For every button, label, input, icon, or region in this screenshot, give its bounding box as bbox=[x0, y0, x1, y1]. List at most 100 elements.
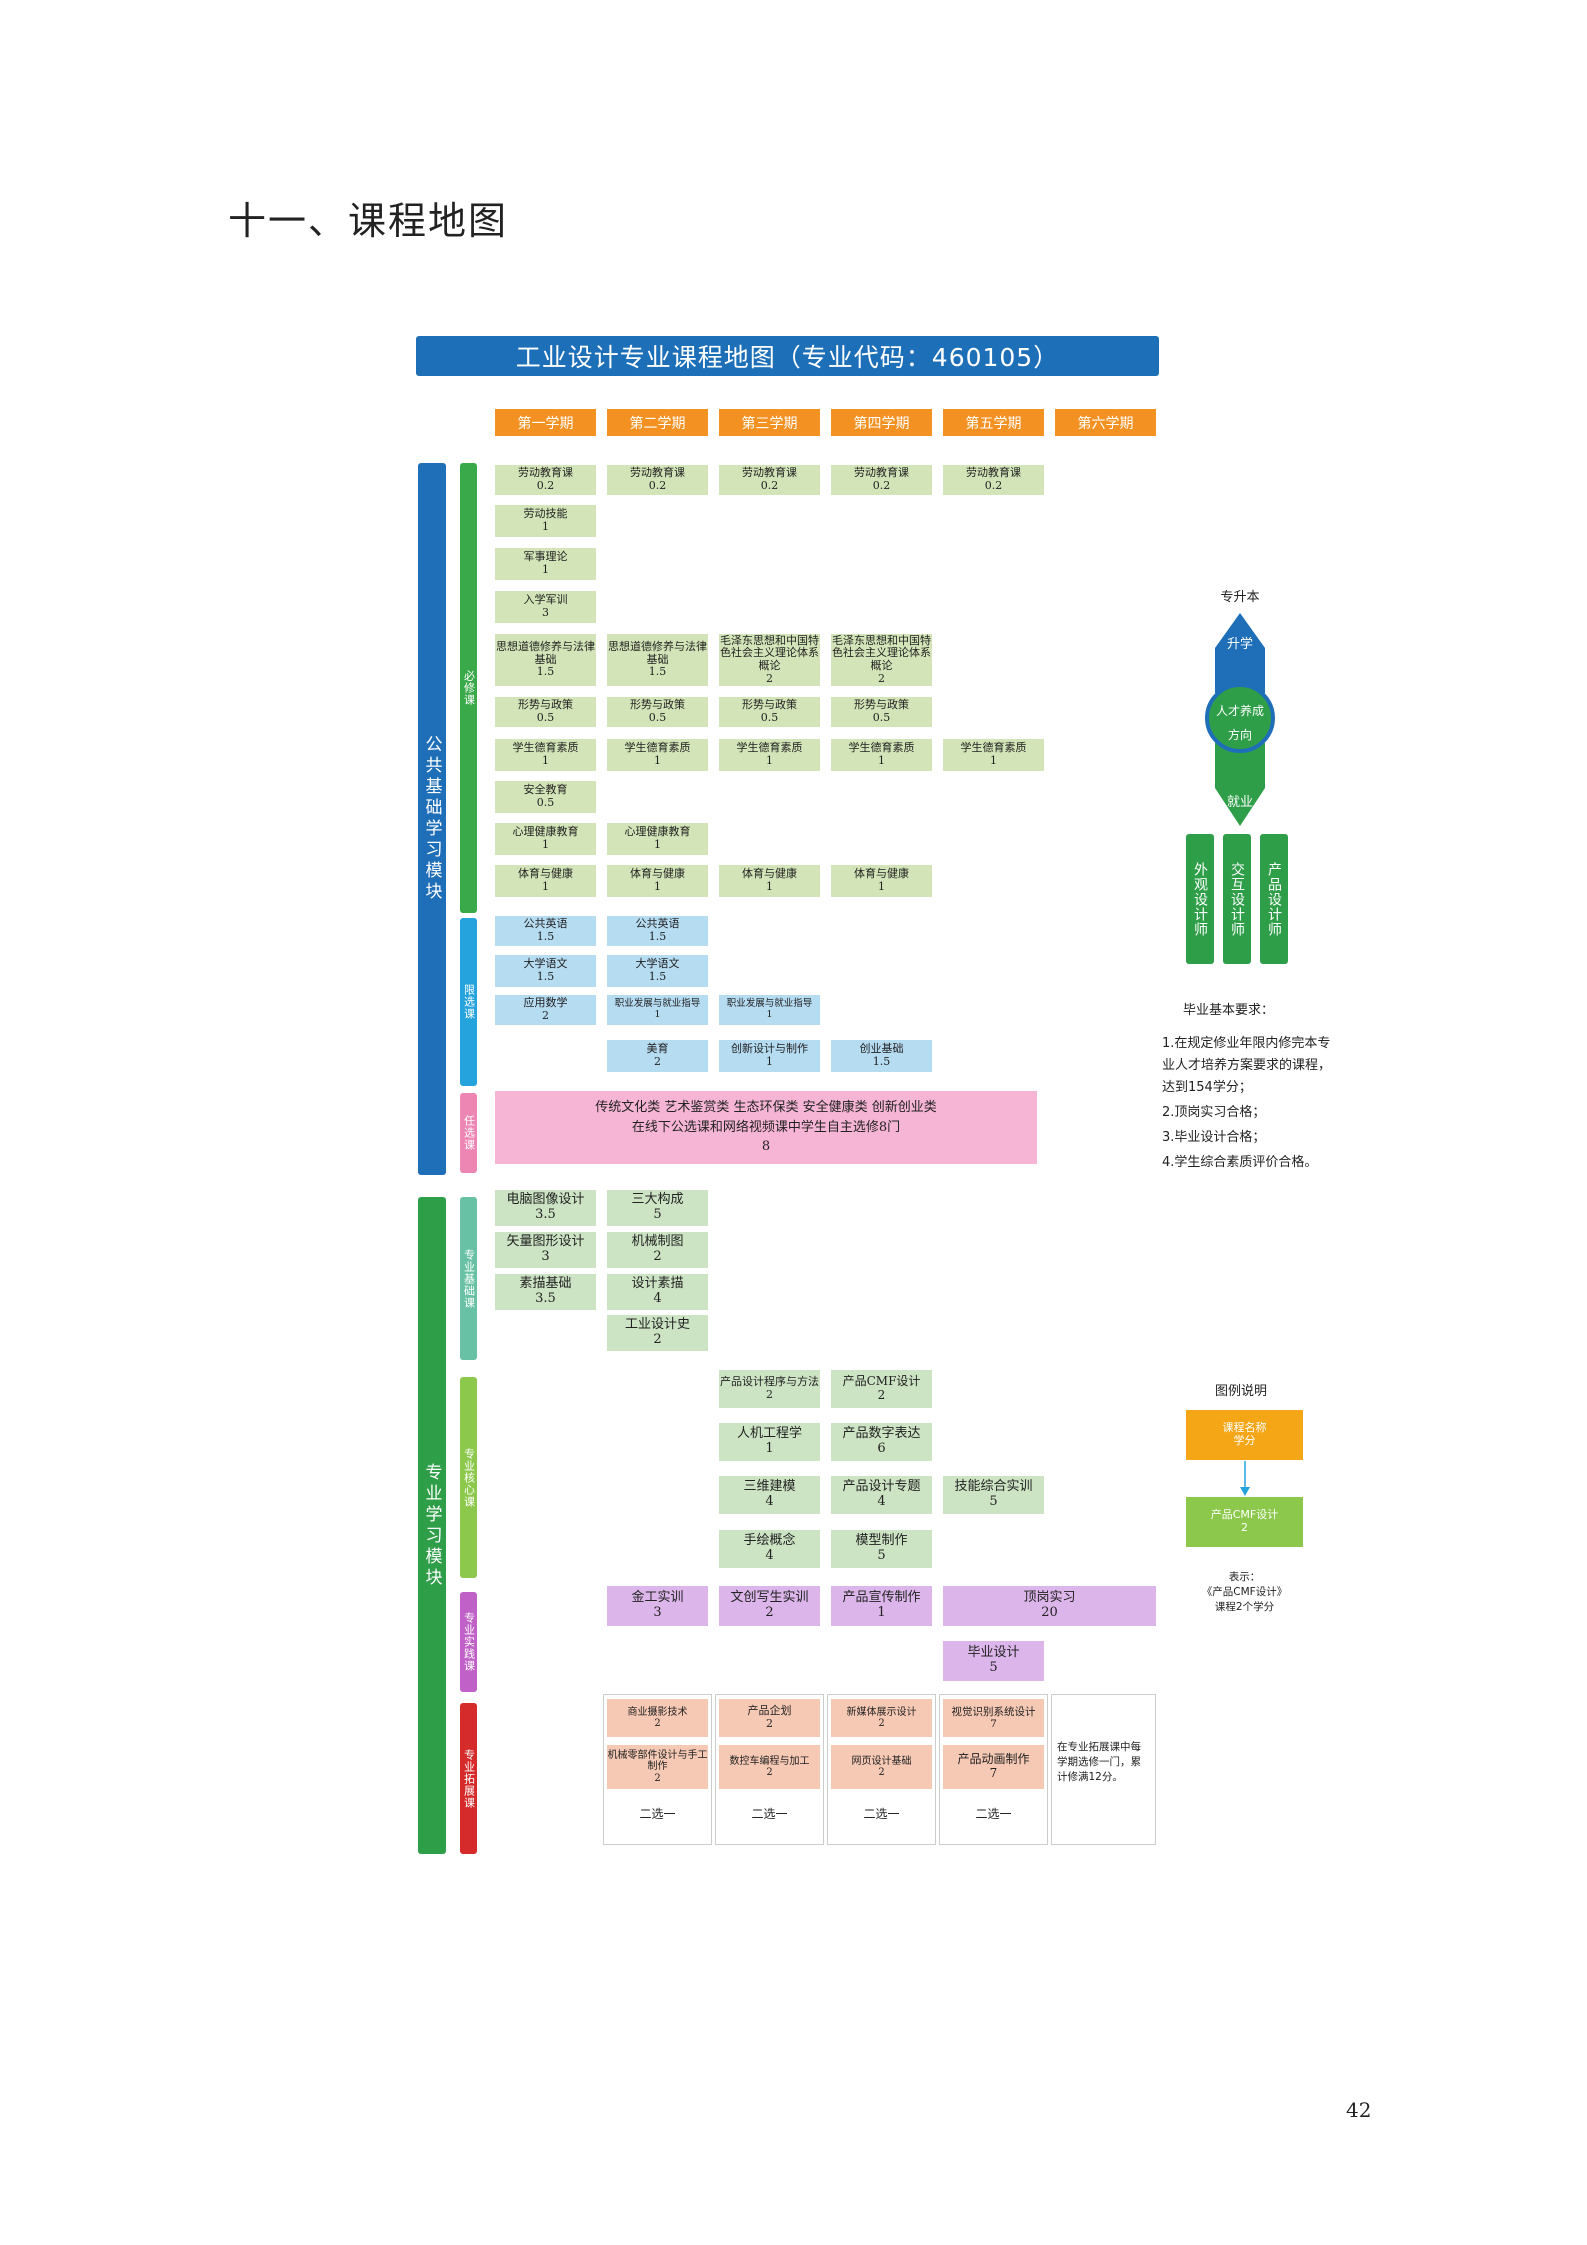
direction-down-label: 就业 bbox=[1226, 795, 1253, 810]
direction-center-label-2: 方向 bbox=[1227, 728, 1252, 742]
arrow-down-shape bbox=[1215, 743, 1265, 826]
direction-up-label: 升学 bbox=[1226, 637, 1253, 652]
center-circle-shape bbox=[1205, 683, 1275, 753]
requirement-item: 1.在规定修业年限内修完本专业人才培养方案要求的课程，达到154学分； bbox=[1162, 1036, 1332, 1096]
requirement-item: 2.顶岗实习合格； bbox=[1162, 1105, 1266, 1120]
direction-title: 专升本 bbox=[1220, 590, 1260, 605]
map-title: 工业设计专业课程地图（专业代码：460105） bbox=[416, 336, 1159, 376]
category-pro-practice: 专业实践课 bbox=[460, 1592, 477, 1692]
category-limited: 限选课 bbox=[460, 918, 477, 1086]
semester-5: 第五学期 bbox=[943, 409, 1044, 436]
category-required: 必修课 bbox=[460, 463, 477, 913]
legend-sample-top: 课程名称 学分 bbox=[1186, 1410, 1303, 1460]
category-pro-basic: 专业基础课 bbox=[460, 1197, 477, 1360]
elective-rule: 在线下公选课和网络视频课中学生自主选修8门 bbox=[631, 1119, 901, 1135]
semester-6: 第六学期 bbox=[1055, 409, 1156, 436]
requirement-item: 3.毕业设计合格； bbox=[1162, 1130, 1266, 1145]
module-professional: 专业学习模块 bbox=[418, 1197, 446, 1854]
choose-one-label: 二选一 bbox=[751, 1807, 788, 1821]
category-elective: 任选课 bbox=[460, 1093, 477, 1173]
extend-note: 在专业拓展课中每学期选修一门，累计修满12分。 bbox=[1057, 1741, 1141, 1784]
arrow-up-shape bbox=[1215, 613, 1265, 693]
page-number: 42 bbox=[1346, 2098, 1372, 2122]
job-product-designer: 产品设计师 bbox=[1260, 834, 1288, 964]
elective-credit: 8 bbox=[761, 1139, 771, 1155]
requirement-item: 4.学生综合素质评价合格。 bbox=[1162, 1155, 1318, 1170]
category-pro-extend: 专业拓展课 bbox=[460, 1703, 477, 1854]
choose-one-label: 二选一 bbox=[975, 1807, 1012, 1821]
semester-2: 第二学期 bbox=[607, 409, 708, 436]
legend-explanation: 表示： 《产品CMF设计》 课程2个学分 bbox=[1201, 1571, 1288, 1614]
job-interaction-designer: 交互设计师 bbox=[1223, 834, 1251, 964]
semester-4: 第四学期 bbox=[831, 409, 932, 436]
job-exterior-designer: 外观设计师 bbox=[1186, 834, 1214, 964]
choose-one-label: 二选一 bbox=[863, 1807, 900, 1821]
extend-note-frame bbox=[1051, 1694, 1156, 1845]
choose-one-label: 二选一 bbox=[639, 1807, 676, 1821]
legend-arrow-icon bbox=[1240, 1461, 1250, 1496]
elective-box: 传统文化类 艺术鉴赏类 生态环保类 安全健康类 创新创业类 在线下公选课和网络视… bbox=[495, 1091, 1037, 1164]
semester-1: 第一学期 bbox=[495, 409, 596, 436]
category-pro-core: 专业核心课 bbox=[460, 1377, 477, 1578]
legend-title: 图例说明 bbox=[1215, 1384, 1268, 1399]
semester-3: 第三学期 bbox=[719, 409, 820, 436]
